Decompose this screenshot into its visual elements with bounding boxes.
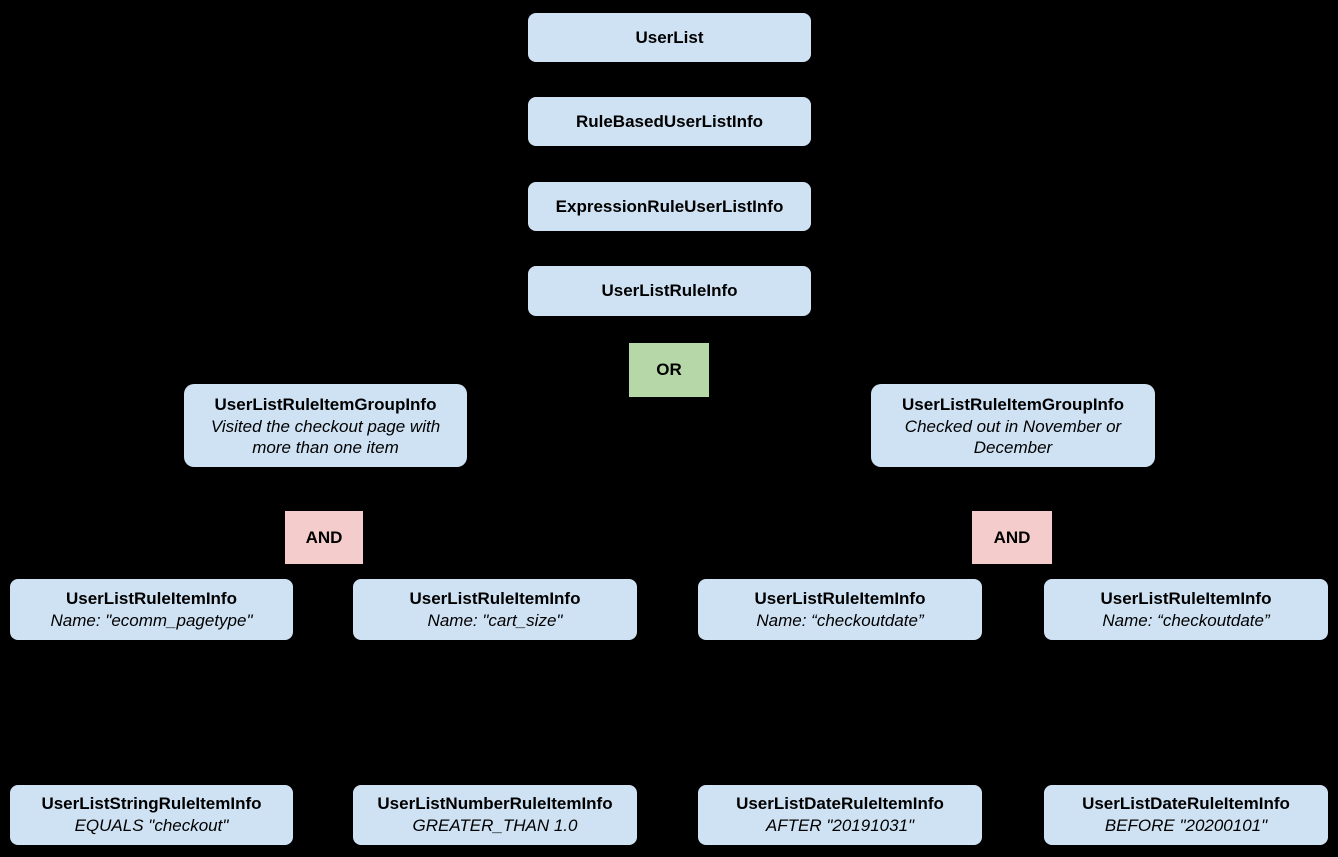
node-rulebaseduserlistinfo: RuleBasedUserListInfo [528,97,811,146]
node-ruleitem-name: Name: "ecomm_pagetype" [50,610,253,630]
and-operator-box-left: AND [285,511,363,564]
node-ruleitemgroup-left-title: UserListRuleItemGroupInfo [214,394,437,414]
node-ruleitemgroup-left: UserListRuleItemGroupInfo Visited the ch… [184,384,467,467]
node-ruleitemgroup-left-description: Visited the checkout page with more than… [210,416,441,457]
and-operator-left-label: AND [305,527,343,547]
node-ruleitem-name: Name: “checkoutdate” [756,610,924,630]
node-userlist: UserList [528,13,811,62]
node-leaf-title: UserListDateRuleItemInfo [736,794,944,813]
node-ruleitemgroup-right: UserListRuleItemGroupInfo Checked out in… [871,384,1155,467]
node-dateruleitem-after: UserListDateRuleItemInfo AFTER "20191031… [698,785,982,845]
or-operator-label: OR [656,360,682,379]
node-ruleitem-title: UserListRuleItemInfo [409,588,581,608]
node-leaf-title: UserListNumberRuleItemInfo [377,794,613,813]
node-numberruleitem: UserListNumberRuleItemInfo GREATER_THAN … [353,785,637,845]
or-operator-box: OR [629,343,709,397]
node-expressionruleuserlistinfo-label: ExpressionRuleUserListInfo [555,196,784,216]
and-operator-right-label: AND [993,527,1031,547]
node-expressionruleuserlistinfo: ExpressionRuleUserListInfo [528,182,811,231]
node-leaf-operation: BEFORE "20200101" [1104,816,1268,835]
node-ruleitem-ecomm-pagetype: UserListRuleItemInfo Name: "ecomm_pagety… [10,579,293,640]
node-leaf-title: UserListDateRuleItemInfo [1082,794,1290,813]
and-operator-box-right: AND [972,511,1052,564]
node-userlist-label: UserList [635,27,704,47]
node-ruleitem-title: UserListRuleItemInfo [754,588,926,608]
node-ruleitem-title: UserListRuleItemInfo [1100,588,1272,608]
node-ruleitem-name: Name: "cart_size" [427,610,563,630]
node-ruleitem-checkoutdate-1: UserListRuleItemInfo Name: “checkoutdate… [698,579,982,640]
node-leaf-operation: EQUALS "checkout" [74,816,229,835]
node-userlistruleinfo: UserListRuleInfo [528,266,811,316]
node-leaf-operation: GREATER_THAN 1.0 [412,816,578,835]
node-ruleitem-name: Name: “checkoutdate” [1102,610,1270,630]
node-rulebaseduserlistinfo-label: RuleBasedUserListInfo [575,111,764,131]
node-ruleitem-title: UserListRuleItemInfo [66,588,237,608]
node-ruleitemgroup-right-title: UserListRuleItemGroupInfo [902,394,1124,414]
node-stringruleitem: UserListStringRuleItemInfo EQUALS "check… [10,785,293,845]
node-userlistruleinfo-label: UserListRuleInfo [601,281,738,300]
node-leaf-operation: AFTER "20191031" [765,816,915,835]
node-ruleitem-cart-size: UserListRuleItemInfo Name: "cart_size" [353,579,637,640]
node-ruleitem-checkoutdate-2: UserListRuleItemInfo Name: “checkoutdate… [1044,579,1328,640]
node-ruleitemgroup-right-description: Checked out in November or December [904,416,1122,457]
node-dateruleitem-before: UserListDateRuleItemInfo BEFORE "2020010… [1044,785,1328,845]
node-leaf-title: UserListStringRuleItemInfo [41,794,262,813]
